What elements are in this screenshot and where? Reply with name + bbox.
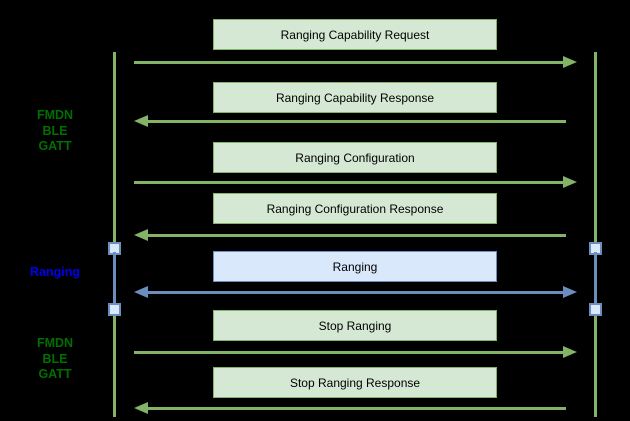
message-box-stop-ranging-response: Stop Ranging Response [213,367,497,398]
message-arrow-right [134,56,577,68]
message-arrow-right [134,346,577,358]
arrow-head-left-icon [134,229,148,241]
arrow-head-left-icon [134,402,148,414]
message-arrow-left [134,229,577,241]
message-arrow-left [134,402,577,414]
message-label: Ranging [332,259,378,274]
message-box-ranging-configuration: Ranging Configuration [213,142,497,173]
arrow-head-right-icon [563,346,577,358]
message-label: Ranging Configuration [295,150,415,165]
arrow-head-right-icon [563,56,577,68]
arrow-head-right-icon [563,176,577,188]
activation-box-right-bottom [589,303,602,316]
lifeline-right-ranging-segment [594,252,597,306]
arrow-head-right-icon [563,286,577,298]
message-box-stop-ranging: Stop Ranging [213,310,497,341]
activation-box-left-bottom [108,303,121,316]
phase-label-ranging: Ranging [30,265,80,279]
arrow-line [145,290,566,294]
arrow-head-left-icon [134,115,148,127]
message-label: Ranging Capability Request [280,27,430,42]
arrow-line [134,60,566,64]
message-label: Stop Ranging Response [289,375,421,390]
lifeline-right-top-segment [594,52,597,242]
phase-label-fmdn-ble-gatt-bottom: FMDN BLE GATT [36,336,74,381]
message-arrow-left [134,115,577,127]
arrow-line [145,233,566,237]
phase-label-fmdn-ble-gatt-top: FMDN BLE GATT [36,108,74,153]
message-label: Ranging Capability Response [275,90,435,105]
lifeline-left-ranging-segment [113,252,116,306]
arrow-line [134,180,566,184]
message-box-ranging-capability-request: Ranging Capability Request [213,19,497,50]
message-box-ranging-configuration-response: Ranging Configuration Response [213,193,497,224]
arrow-line [145,406,566,410]
lifeline-left-top-segment [113,52,116,242]
message-label: Ranging Configuration Response [266,201,444,216]
arrow-line [145,119,566,123]
message-box-ranging-capability-response: Ranging Capability Response [213,82,497,113]
message-box-ranging: Ranging [213,251,497,282]
lifeline-right-bottom-segment [594,316,597,417]
message-label: Stop Ranging [318,318,392,333]
arrow-line [134,350,566,354]
arrow-head-left-icon [134,286,148,298]
message-arrow-bidirectional [134,286,577,298]
lifeline-left-bottom-segment [113,316,116,417]
message-arrow-right [134,176,577,188]
